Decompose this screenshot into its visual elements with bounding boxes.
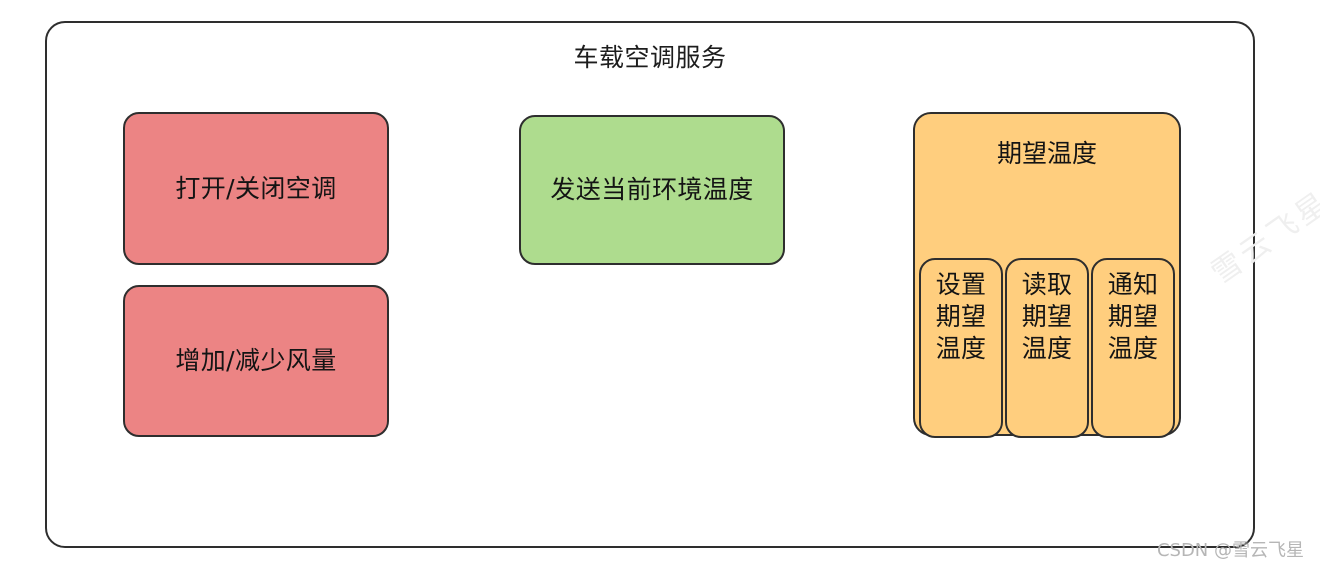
operation-label-set: 设置 期望 温度 [935,270,987,363]
operation-node-notify-desired-temperature[interactable]: 通知 期望 温度 [1091,258,1175,438]
characteristic-node-fan[interactable]: 增加/减少风量 [123,285,389,437]
group-title-desired-temperature: 期望温度 [996,139,1097,168]
operation-label-notify: 通知 期望 温度 [1107,270,1159,363]
characteristic-label-ambient-temperature: 发送当前环境温度 [550,175,754,204]
operation-label-read: 读取 期望 温度 [1021,270,1073,363]
characteristic-label-power: 打开/关闭空调 [175,173,337,203]
characteristic-label-fan: 增加/减少风量 [175,346,337,375]
group-node-desired-temperature[interactable]: 期望温度 设置 期望 温度 读取 期望 温度 通知 期望 温度 [913,112,1181,438]
characteristic-node-power[interactable]: 打开/关闭空调 [123,112,389,265]
operation-node-read-desired-temperature[interactable]: 读取 期望 温度 [1005,258,1089,438]
operation-node-set-desired-temperature[interactable]: 设置 期望 温度 [919,258,1003,438]
service-container: 车载空调服务 打开/关闭空调 增加/减少风量 发送当前环境温度 期望温度 设置 … [45,21,1255,548]
service-title: 车载空调服务 [573,43,727,72]
characteristic-node-ambient-temperature[interactable]: 发送当前环境温度 [519,115,785,265]
